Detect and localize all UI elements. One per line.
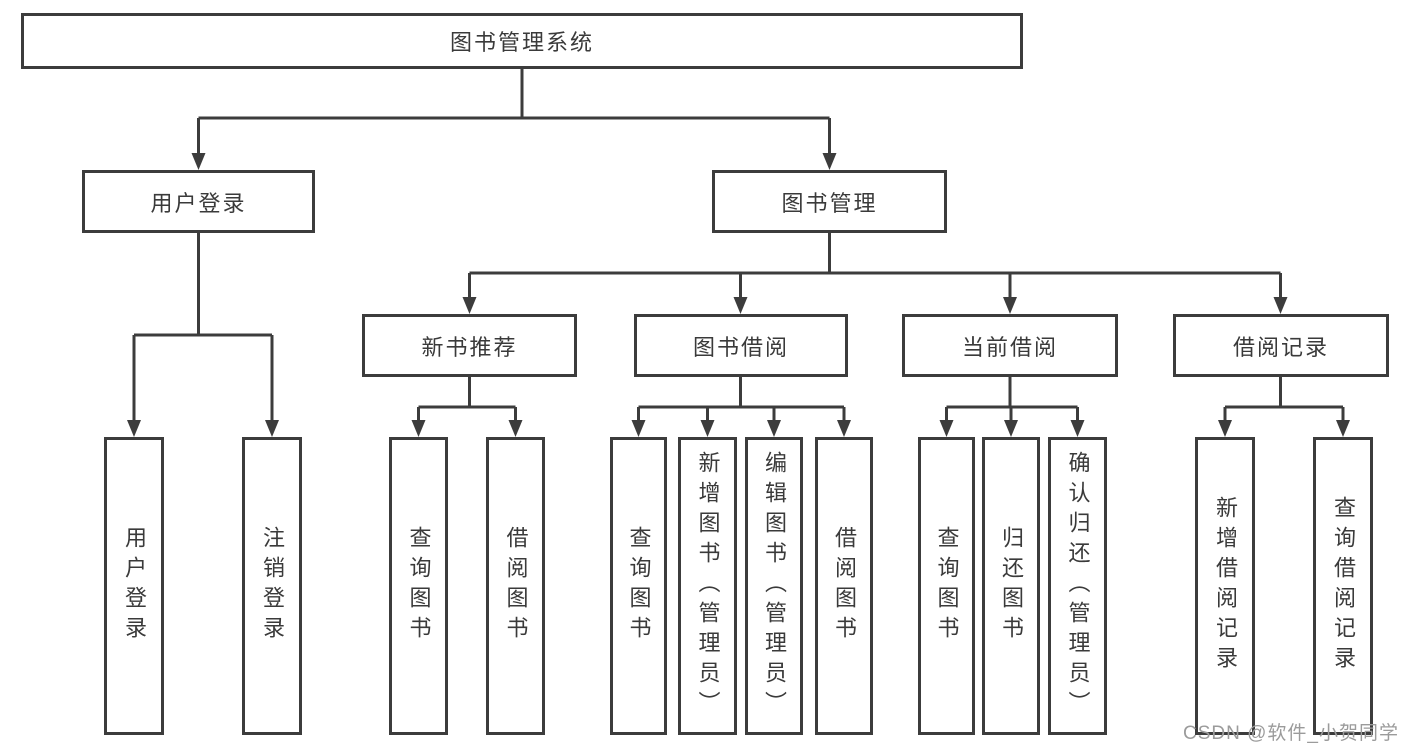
leaf-borrow-books-2: 借阅图书: [815, 437, 873, 735]
arrow-head-icon: [1070, 420, 1085, 437]
connector-book-borrow: [631, 377, 851, 437]
leaf-logout: 注销登录: [242, 437, 302, 735]
arrow-head-icon: [191, 153, 206, 170]
connector-line: [1223, 377, 1345, 423]
arrow-head-icon: [700, 420, 715, 437]
arrow-head-icon: [462, 297, 477, 314]
node-current-borrow: 当前借阅: [902, 314, 1118, 377]
arrow-head-icon: [411, 420, 426, 437]
leaf-borrow-books: 借阅图书: [486, 437, 545, 735]
node-borrow-records: 借阅记录: [1173, 314, 1389, 377]
arrow-head-icon: [127, 420, 141, 437]
connector-book-management: [462, 233, 1288, 314]
connector-root: [191, 68, 837, 170]
watermark: CSDN @软件_小贺同学: [1183, 723, 1399, 744]
arrow-head-icon: [265, 420, 279, 437]
node-new-book-recommend: 新书推荐: [362, 314, 577, 377]
arrow-head-icon: [1004, 420, 1018, 437]
connector-current-borrow: [939, 377, 1085, 437]
node-book-management: 图书管理: [712, 170, 947, 233]
connector-line: [637, 377, 846, 423]
arrow-head-icon: [631, 420, 646, 437]
leaf-user-login: 用户登录: [104, 437, 164, 735]
connector-user-login: [127, 233, 279, 437]
connector-borrow-records: [1218, 377, 1350, 437]
node-library-management-system: 图书管理系统: [21, 13, 1023, 69]
connector-line: [945, 377, 1079, 423]
node-book-borrow: 图书借阅: [634, 314, 848, 377]
leaf-return-books: 归还图书: [982, 437, 1040, 735]
connector-line: [197, 68, 831, 156]
leaf-confirm-return-admin: 确认归还（管理员）: [1048, 437, 1107, 735]
arrow-head-icon: [733, 297, 748, 314]
leaf-query-borrow-record: 查询借阅记录: [1313, 437, 1373, 735]
connector-line: [417, 377, 517, 423]
leaf-add-borrow-record: 新增借阅记录: [1195, 437, 1255, 735]
arrow-head-icon: [767, 420, 781, 437]
arrow-head-icon: [508, 420, 523, 437]
connector-new-book-recommend: [411, 377, 523, 437]
leaf-query-books: 查询图书: [389, 437, 448, 735]
leaf-edit-books-admin: 编辑图书（管理员）: [745, 437, 803, 735]
arrow-head-icon: [822, 153, 837, 170]
arrow-head-icon: [837, 420, 851, 437]
arrow-head-icon: [1336, 420, 1350, 437]
leaf-query-books-3: 查询图书: [918, 437, 975, 735]
arrow-head-icon: [1003, 297, 1017, 314]
node-user-login: 用户登录: [82, 170, 315, 233]
arrow-head-icon: [1273, 297, 1288, 314]
arrow-head-icon: [1218, 420, 1232, 437]
connector-line: [468, 233, 1282, 300]
arrow-head-icon: [939, 420, 954, 437]
leaf-add-books-admin: 新增图书（管理员）: [678, 437, 737, 735]
leaf-query-books-2: 查询图书: [610, 437, 667, 735]
connector-line: [132, 233, 274, 423]
